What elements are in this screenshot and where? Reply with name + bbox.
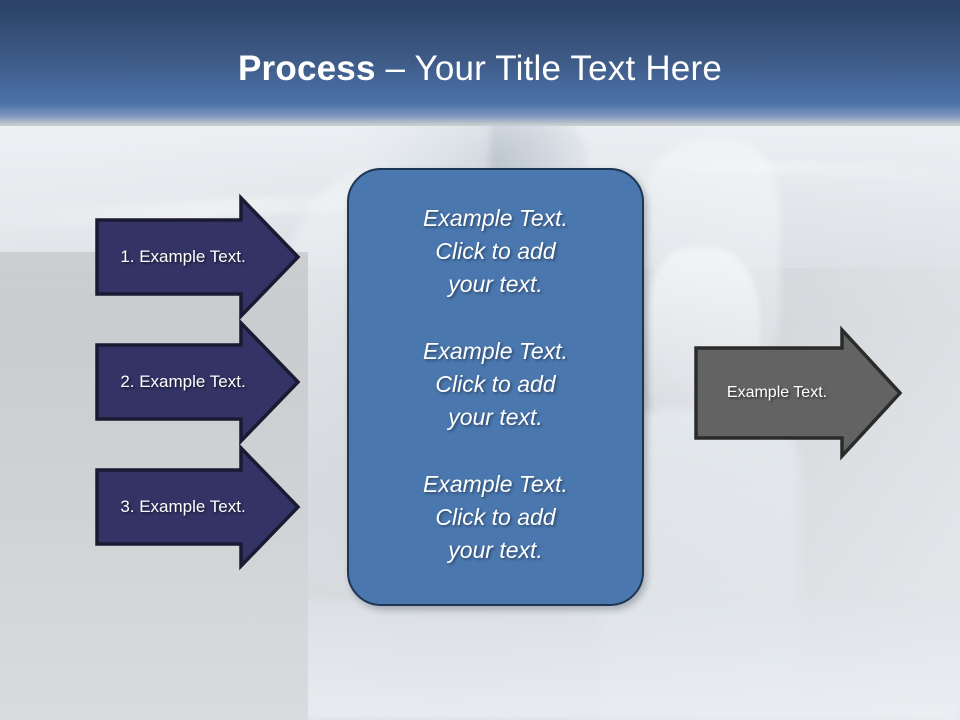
center-text-block-3: Example Text. Click to add your text. [365, 468, 626, 567]
center-text-block-1-line-3: your text. [448, 270, 543, 297]
process-step-2-arrow[interactable]: 2. Example Text. [95, 318, 301, 446]
arrow-right-shape-icon [95, 193, 301, 321]
center-text-block-3-line-3: your text. [448, 536, 543, 563]
process-step-1-arrow[interactable]: 1. Example Text. [95, 193, 301, 321]
center-text-block-1-line-2: Click to add [435, 237, 556, 264]
title-bar: Process – Your Title Text Here [0, 0, 960, 126]
center-text-block-1-line-1: Example Text. [423, 204, 568, 231]
center-text-block-2-line-2: Click to add [435, 370, 556, 397]
center-text-block-3-line-2: Click to add [435, 503, 556, 530]
process-step-3-arrow[interactable]: 3. Example Text. [95, 443, 301, 571]
arrow-right-shape-icon [694, 325, 903, 461]
title-bold-part: Process [238, 49, 376, 88]
outcome-arrow[interactable]: Example Text. [694, 325, 903, 461]
arrow-right-shape-icon [95, 318, 301, 446]
center-text-block-1: Example Text. Click to add your text. [365, 202, 626, 301]
center-content-box[interactable]: Example Text. Click to add your text. Ex… [347, 168, 644, 606]
center-text-block-2-line-1: Example Text. [423, 337, 568, 364]
title-rest-part: – Your Title Text Here [375, 49, 722, 88]
center-text-block-3-line-1: Example Text. [423, 470, 568, 497]
center-text-block-2-line-3: your text. [448, 403, 543, 430]
arrow-right-shape-icon [95, 443, 301, 571]
page-title: Process – Your Title Text Here [0, 48, 960, 90]
center-text-block-2: Example Text. Click to add your text. [365, 335, 626, 434]
